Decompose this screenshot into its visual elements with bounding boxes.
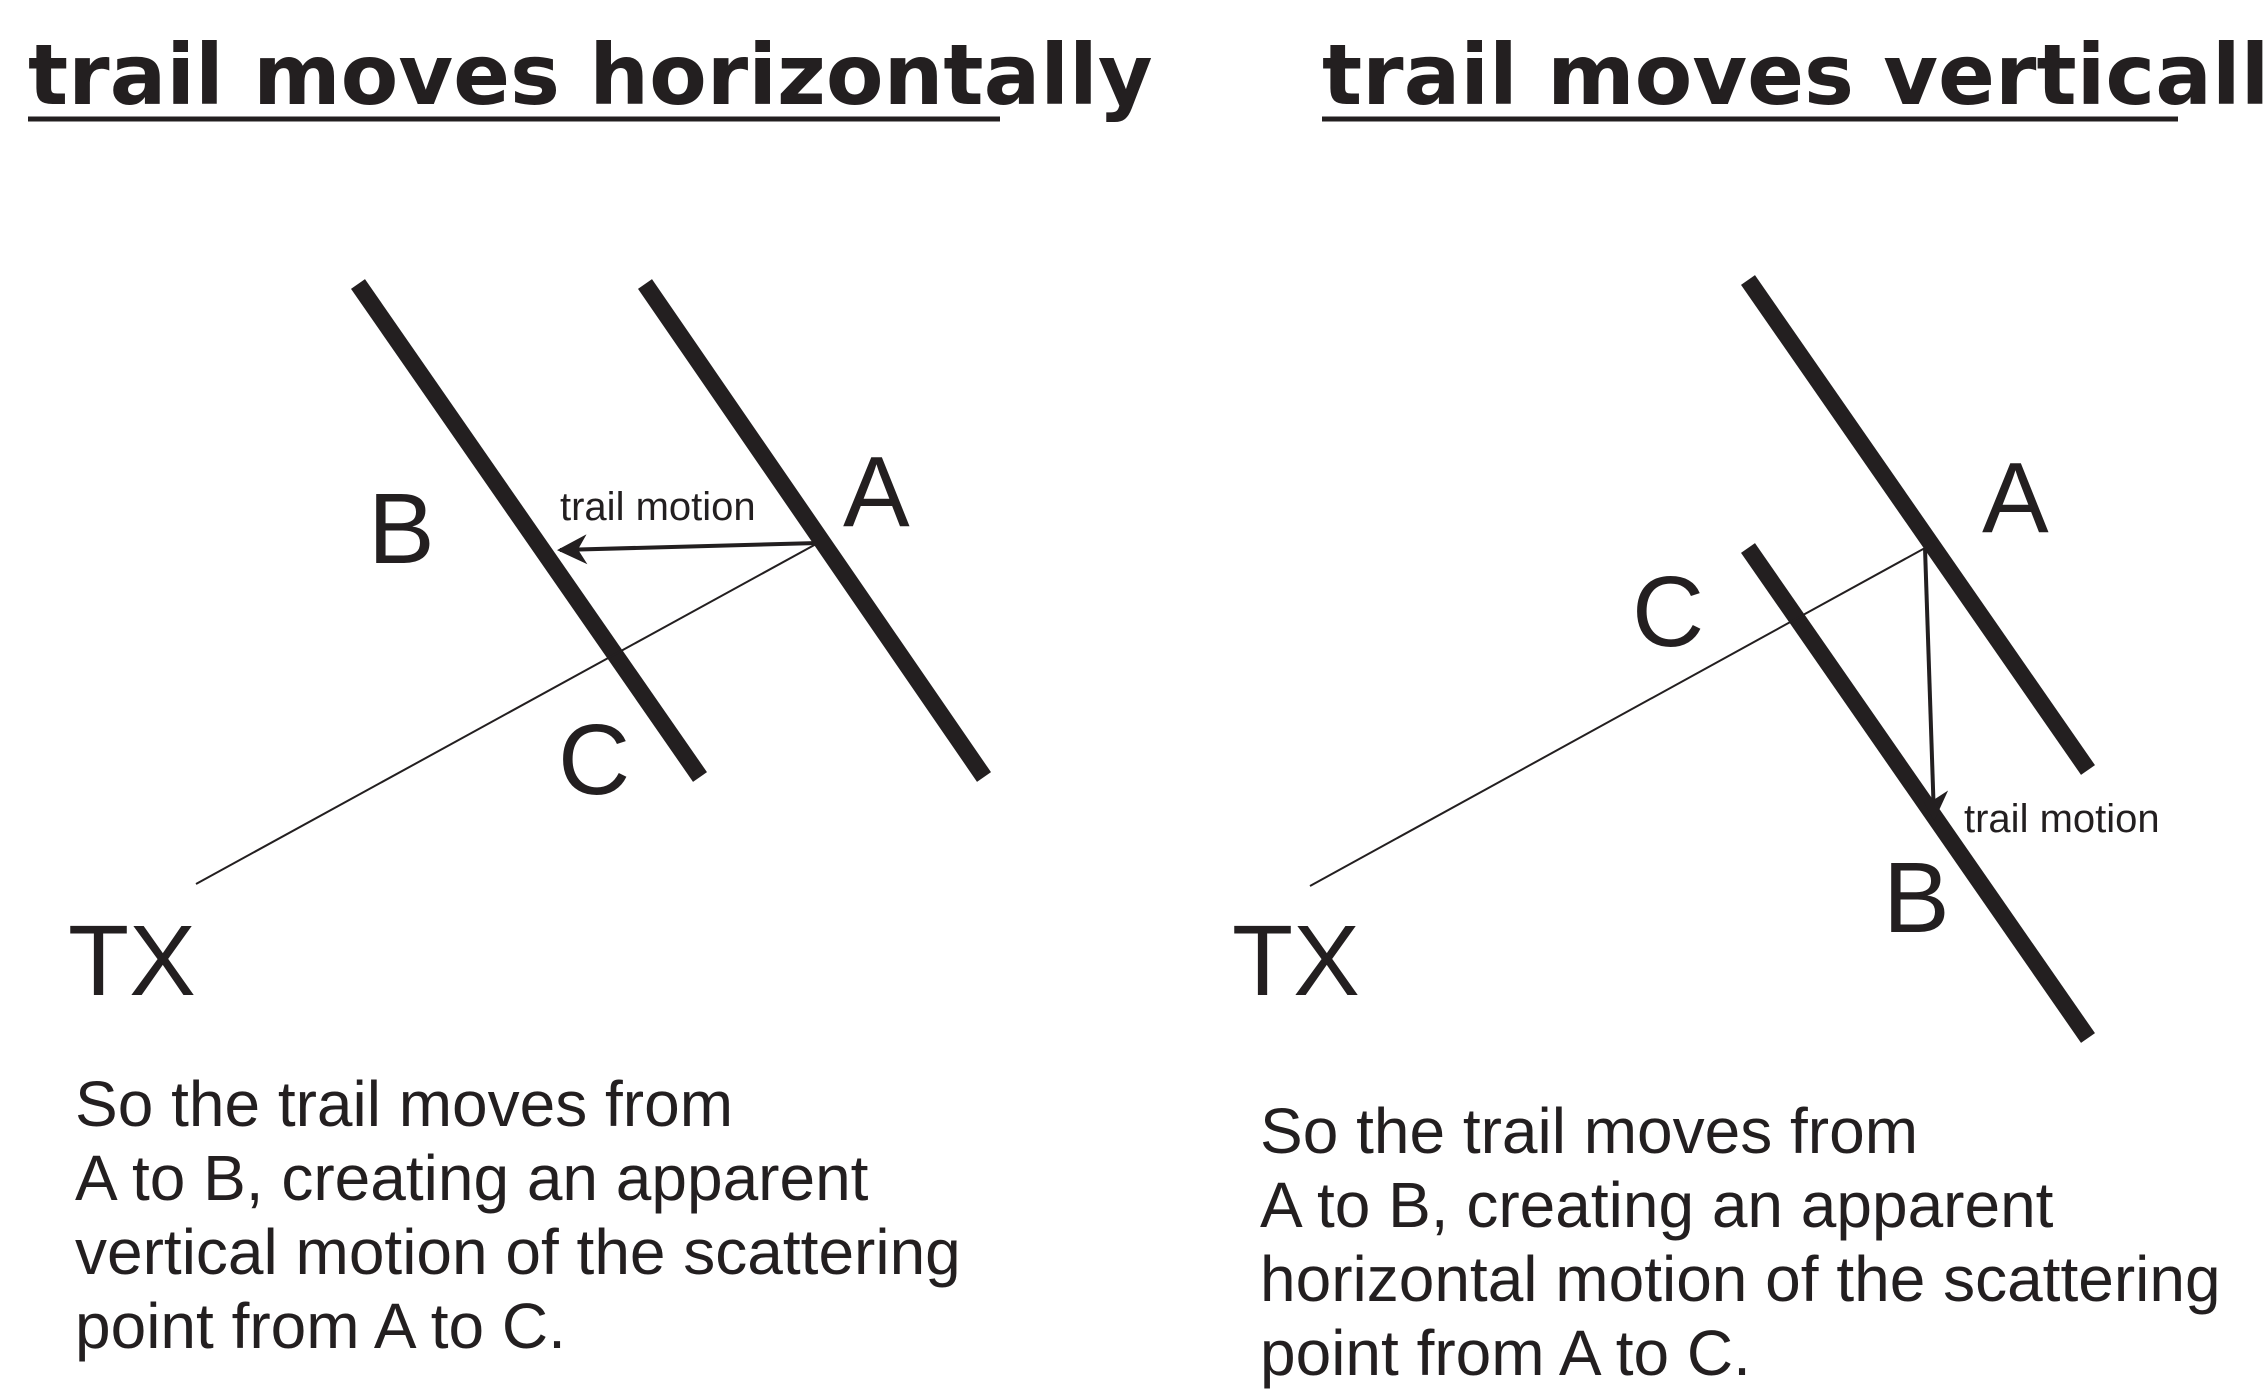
caption-line: point from A to C. [75,1290,566,1362]
point-c-label: C [1632,556,1704,668]
point-b-label: B [368,473,435,585]
trail-motion-label: trail motion [560,485,756,529]
trail-motion-arrow [557,534,819,565]
caption-line: A to B, creating an apparent [1260,1169,2054,1241]
caption-line: So the trail moves from [75,1068,733,1140]
trail-position-a [637,279,992,782]
trail-motion-arrow [1918,547,1949,821]
caption-line: vertical motion of the scattering [75,1216,961,1288]
caption-line: So the trail moves from [1260,1095,1918,1167]
radio-ray [1309,547,1926,887]
panel-title: trail moves horizontally [28,26,1153,124]
caption-line: A to B, creating an apparent [75,1142,869,1214]
panel-horizontal: trail moves horizontally trail motion A … [28,26,1153,1362]
point-b-label: B [1883,842,1950,954]
trail-position-a [1741,275,2095,775]
transmitter-label: TX [68,905,196,1017]
transmitter-label: TX [1232,905,1360,1017]
point-a-label: A [843,436,910,548]
point-c-label: C [558,704,630,816]
caption-line: horizontal motion of the scattering [1260,1243,2221,1315]
panel-title: trail moves vertically [1322,26,2266,124]
panel-vertical: trail moves vertically A C trail motion … [1232,26,2266,1389]
caption-line: point from A to C. [1260,1317,1751,1389]
point-a-label: A [1982,442,2049,554]
trail-motion-label: trail motion [1964,797,2160,841]
trail-position-b [1741,543,2095,1043]
trail-position-b [351,279,707,782]
radio-ray [195,542,819,885]
